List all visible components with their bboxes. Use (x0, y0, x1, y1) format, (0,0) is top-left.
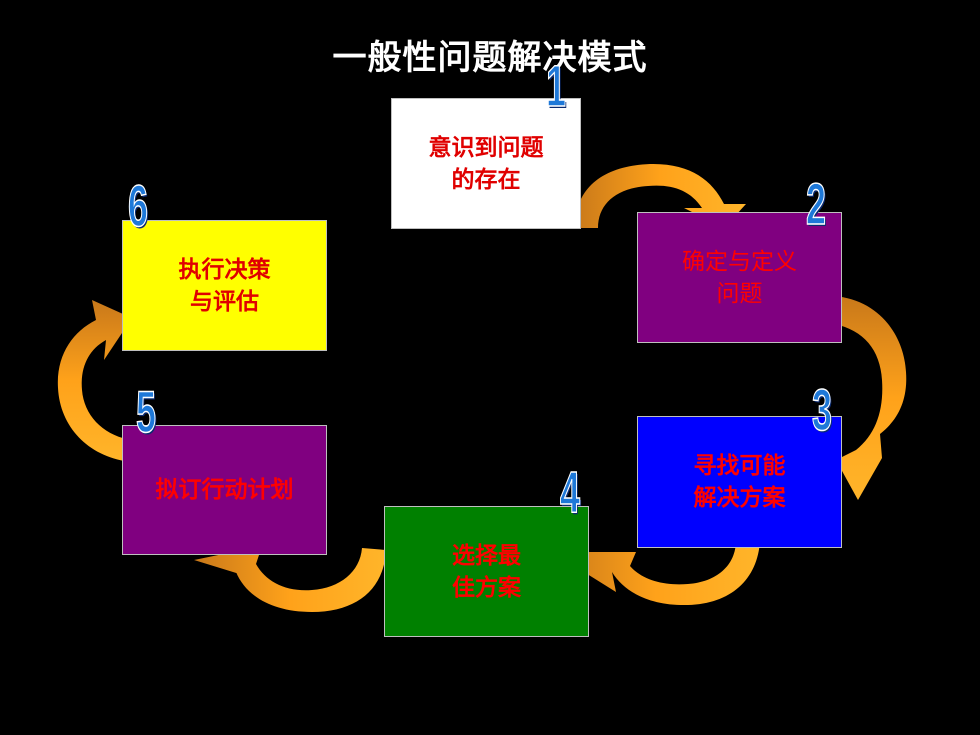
arrow-step4-to-step5 (194, 546, 386, 612)
step-2-number: 2 (806, 172, 827, 237)
step-4-label: 选择最 佳方案 (452, 542, 521, 601)
step-6-box: 执行决策 与评估 (122, 220, 327, 351)
arrow-step2-to-step3 (834, 296, 907, 500)
step-3-label: 寻找可能 解决方案 (693, 453, 786, 511)
step-4-number: 4 (560, 460, 581, 525)
step-5-box: 拟订行动计划 (122, 425, 327, 555)
arrow-step3-to-step4 (552, 540, 760, 606)
step-1-box: 意识到问题 的存在 (391, 98, 581, 229)
step-4-box: 选择最 佳方案 (384, 506, 589, 637)
step-5-number: 5 (136, 380, 157, 445)
diagram-title: 一般性问题解决模式 (332, 38, 648, 78)
step-1-number: 1 (546, 54, 567, 119)
step-1-label: 意识到问题 的存在 (428, 134, 544, 193)
arrow-step1-to-step2 (574, 163, 746, 228)
step-6-number: 6 (128, 174, 149, 239)
step-5-label: 拟订行动计划 (155, 477, 294, 503)
step-2-box: 确定与定义 问题 (637, 212, 842, 343)
step-6-label: 执行决策 与评估 (178, 256, 271, 315)
step-2-label: 确定与定义 问题 (682, 248, 797, 307)
step-3-box: 寻找可能 解决方案 (637, 416, 842, 548)
step-3-number: 3 (812, 378, 833, 443)
arrow-step5-to-step6 (57, 300, 133, 462)
